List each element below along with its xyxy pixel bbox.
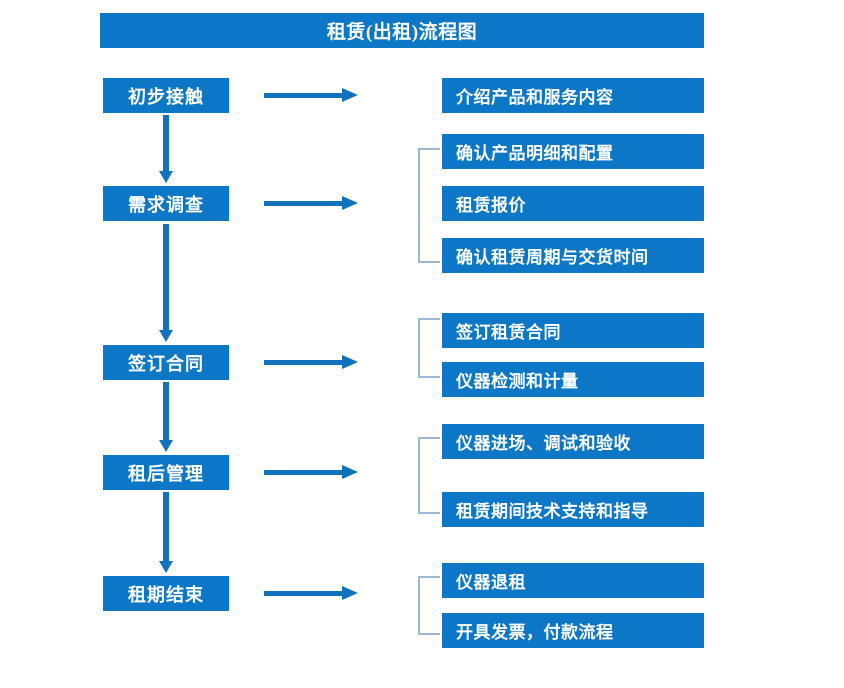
right-arrow-1 xyxy=(264,87,358,103)
arrow-shaft xyxy=(163,382,169,440)
right-arrow-3 xyxy=(264,354,358,370)
arrow-shaft xyxy=(264,201,344,206)
detail-box-10[interactable]: 开具发票，付款流程 xyxy=(442,613,704,648)
arrow-shaft xyxy=(264,470,344,475)
arrow-head xyxy=(342,196,358,210)
arrow-shaft xyxy=(163,115,169,171)
group-bracket-2 xyxy=(418,318,440,378)
arrow-head xyxy=(159,561,173,573)
group-bracket-4 xyxy=(418,576,440,635)
page-title: 租赁(出租)流程图 xyxy=(100,13,704,48)
arrow-head xyxy=(342,355,358,369)
down-arrow-1 xyxy=(158,115,174,183)
arrow-head xyxy=(159,171,173,183)
stage-box-5[interactable]: 租期结束 xyxy=(103,576,229,611)
right-arrow-4 xyxy=(264,464,358,480)
detail-box-9[interactable]: 仪器退租 xyxy=(442,563,704,598)
detail-box-3[interactable]: 租赁报价 xyxy=(442,186,704,221)
detail-box-1[interactable]: 介绍产品和服务内容 xyxy=(442,78,704,113)
detail-box-7[interactable]: 仪器进场、调试和验收 xyxy=(442,424,704,459)
down-arrow-2 xyxy=(158,224,174,342)
arrow-head xyxy=(342,88,358,102)
stage-box-3[interactable]: 签订合同 xyxy=(103,345,229,380)
detail-box-5[interactable]: 签订租赁合同 xyxy=(442,313,704,348)
right-arrow-2 xyxy=(264,195,358,211)
group-bracket-3 xyxy=(418,437,440,514)
stage-box-1[interactable]: 初步接触 xyxy=(103,78,229,113)
arrow-head xyxy=(342,465,358,479)
detail-box-4[interactable]: 确认租赁周期与交货时间 xyxy=(442,238,704,273)
stage-box-4[interactable]: 租后管理 xyxy=(103,455,229,490)
arrow-shaft xyxy=(264,360,344,365)
arrow-shaft xyxy=(163,224,169,330)
arrow-head xyxy=(159,330,173,342)
down-arrow-3 xyxy=(158,382,174,452)
right-arrow-5 xyxy=(264,585,358,601)
arrow-shaft xyxy=(264,591,344,596)
arrow-shaft xyxy=(163,492,169,561)
stage-box-2[interactable]: 需求调查 xyxy=(103,186,229,221)
arrow-head xyxy=(159,440,173,452)
group-bracket-1 xyxy=(418,148,440,263)
detail-box-6[interactable]: 仪器检测和计量 xyxy=(442,362,704,397)
detail-box-8[interactable]: 租赁期间技术支持和指导 xyxy=(442,492,704,527)
down-arrow-4 xyxy=(158,492,174,573)
arrow-head xyxy=(342,586,358,600)
detail-box-2[interactable]: 确认产品明细和配置 xyxy=(442,134,704,169)
arrow-shaft xyxy=(264,93,344,98)
